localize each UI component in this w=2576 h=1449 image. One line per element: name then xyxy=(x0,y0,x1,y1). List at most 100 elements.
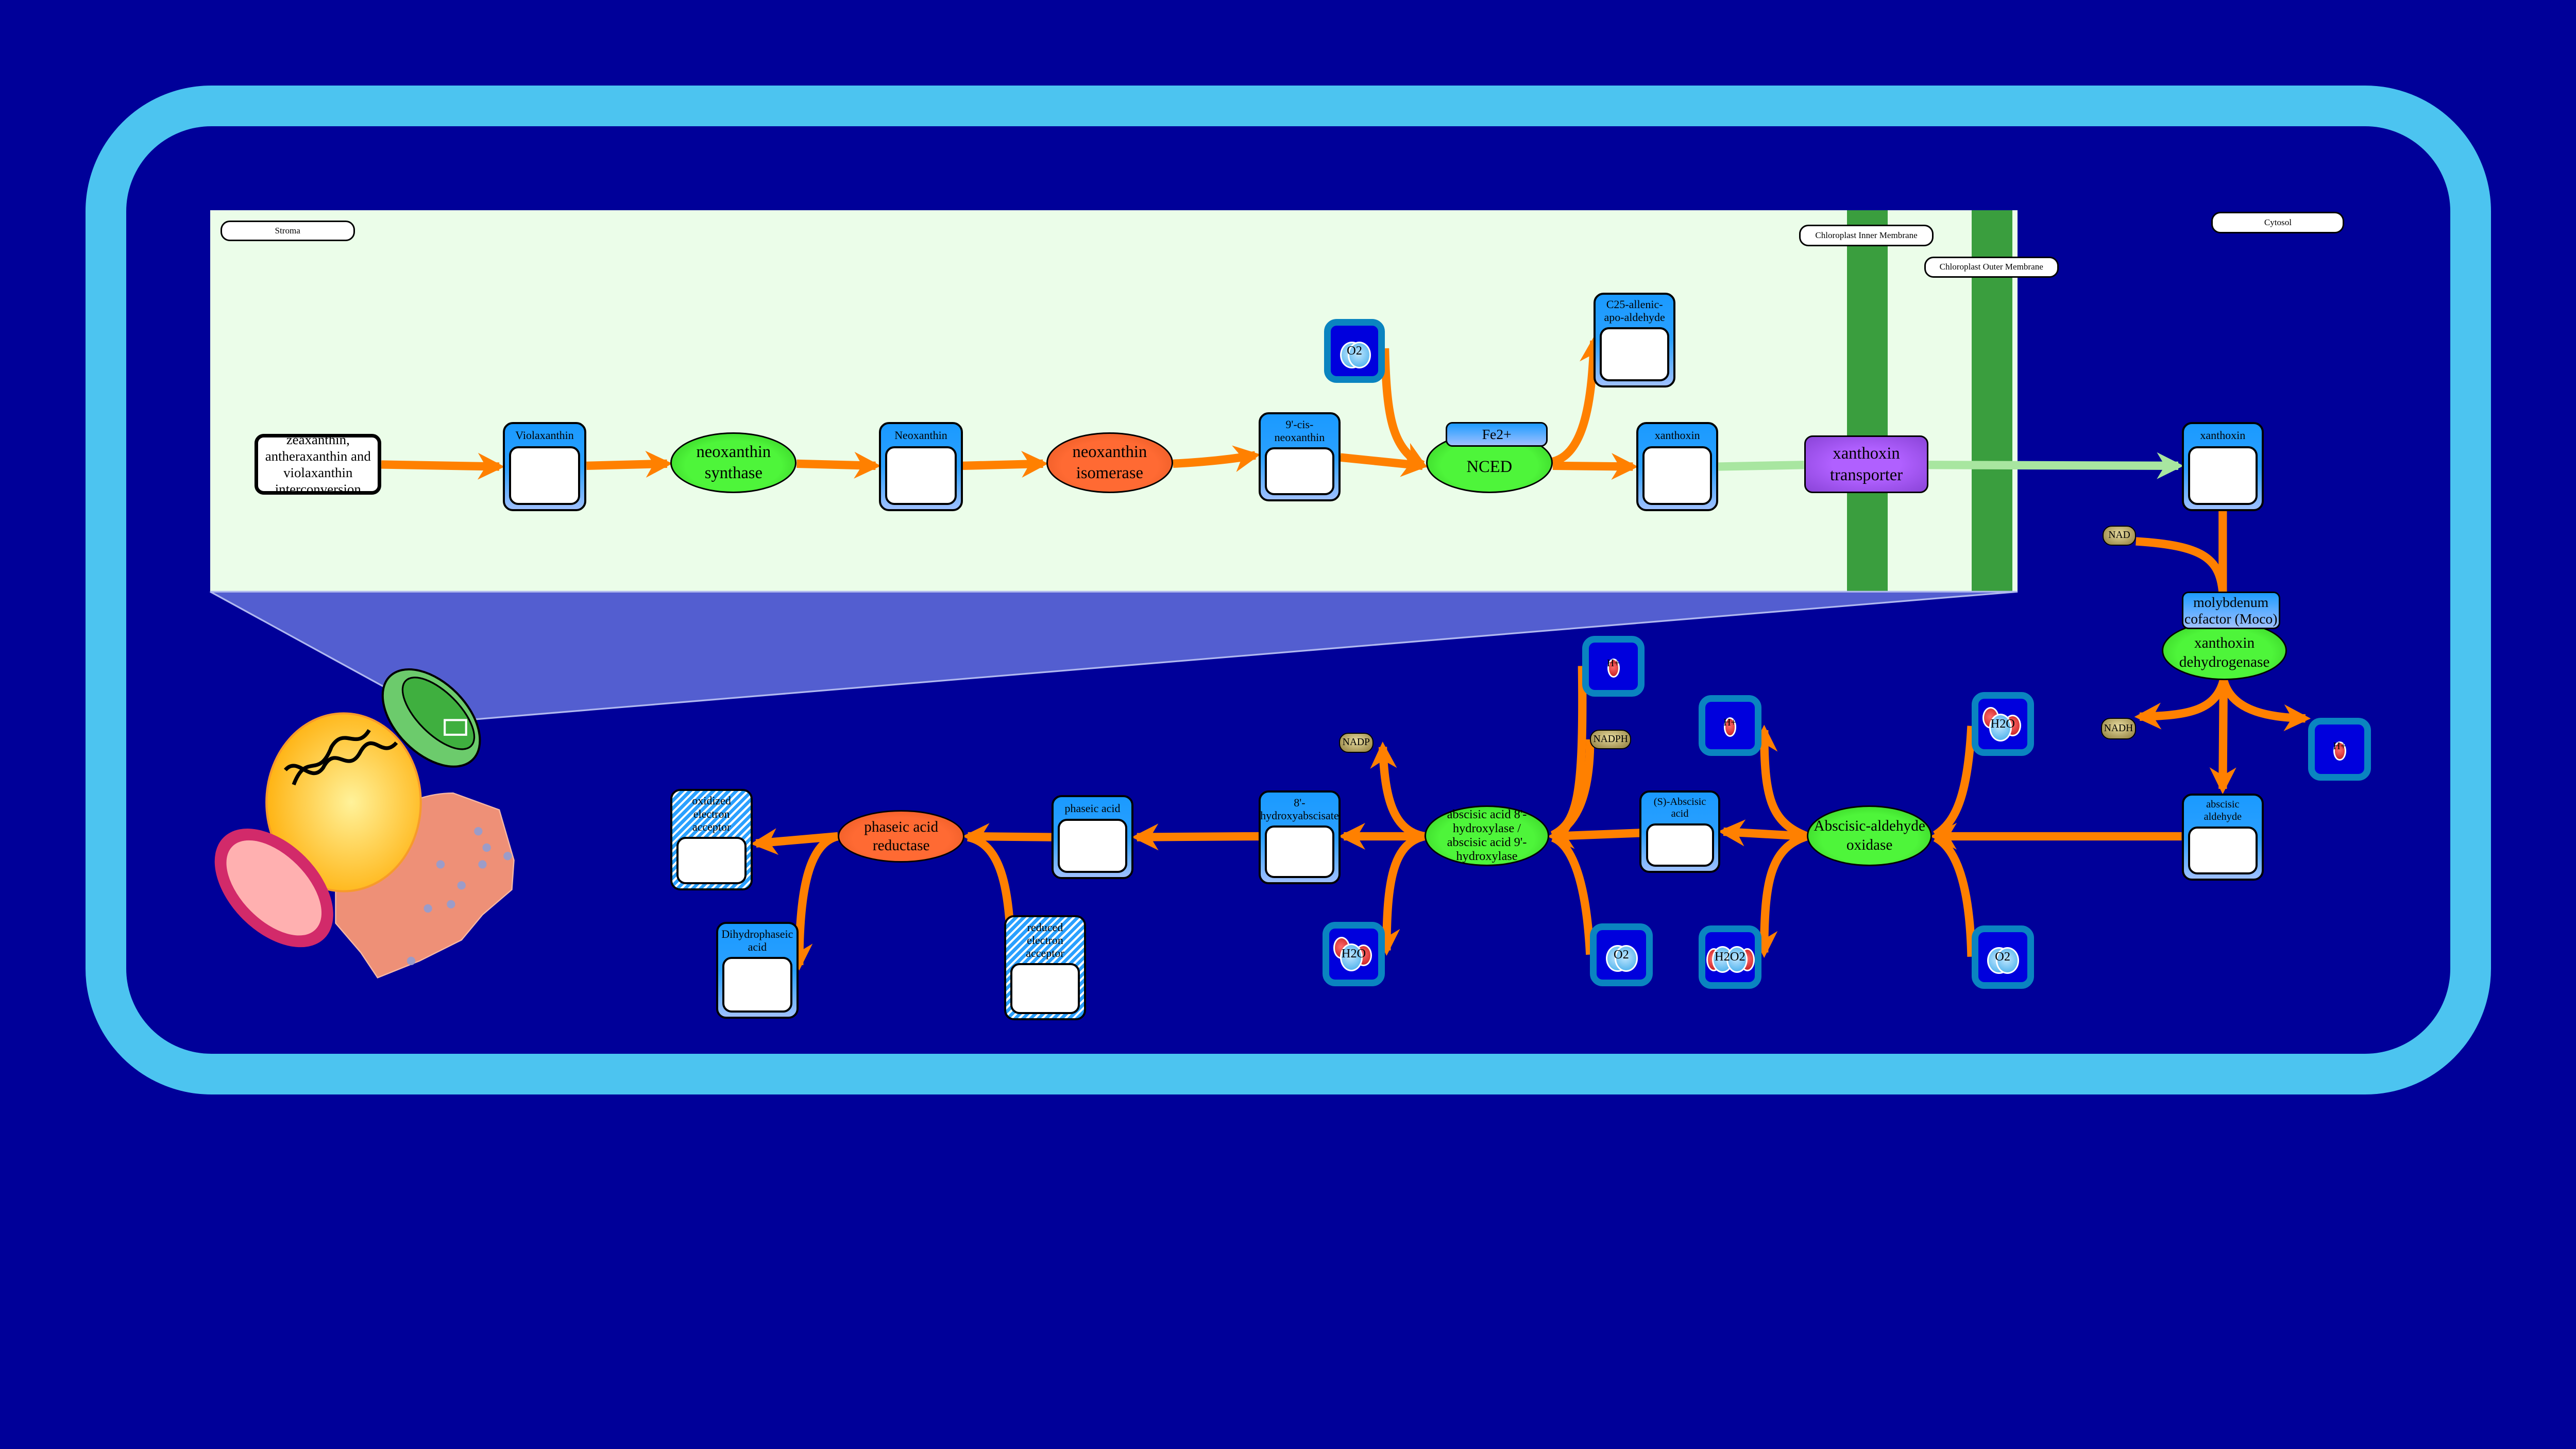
metabolite-label: reduced electron acceptor xyxy=(1026,920,1064,960)
enzyme-neoxanthin-synthase[interactable]: neoxanthin synthase xyxy=(670,432,797,493)
structure-image xyxy=(1265,447,1334,495)
small-molecule-nadh[interactable]: NADH xyxy=(2101,718,2136,739)
metabolite-xanthoxin-cytosol[interactable]: xanthoxin xyxy=(2181,422,2264,511)
arrow-oxidase-hplus xyxy=(1751,724,1809,840)
metabolite-violaxanthin[interactable]: Violaxanthin xyxy=(502,422,587,511)
metabolite-label: Violaxanthin xyxy=(515,428,574,442)
structure-image xyxy=(1010,963,1080,1015)
arrow-phaseic-reductase xyxy=(962,823,1052,850)
compartment-label-inner-membrane: Chloroplast Inner Membrane xyxy=(1799,225,1934,246)
structure-image xyxy=(1265,825,1334,878)
metabolite-label: xanthoxin xyxy=(2200,428,2246,442)
arrow-hydroxylase-nadp xyxy=(1370,742,1426,840)
metabolite-label: xanthoxin xyxy=(1654,428,1700,442)
enzyme-neoxanthin-isomerase[interactable]: neoxanthin isomerase xyxy=(1046,432,1173,493)
metabolite-label: Dihydrophaseic acid xyxy=(721,927,793,953)
arrow-nadph-hydroxylase xyxy=(1551,739,1595,840)
metabolite-9-cis-neoxanthin[interactable]: 9'-cis-neoxanthin xyxy=(1258,412,1341,502)
metabolite-reduced-electron-acceptor[interactable]: reduced electron acceptor xyxy=(1004,915,1087,1021)
metabolite-neoxanthin[interactable]: Neoxanthin xyxy=(879,422,963,511)
arrow-dehydrogenase-aldehyde xyxy=(2209,680,2236,795)
arrow-nad-dehydrogenase xyxy=(2136,537,2227,593)
cofactor-fe2[interactable]: Fe2+ xyxy=(1446,422,1548,447)
arrow-zeaxanthin-violaxanthin xyxy=(381,452,505,480)
metabolite-label: C25-allenic-apo-aldehyde xyxy=(1604,298,1665,324)
cell-boundary xyxy=(86,86,2491,1094)
cofactor-moco[interactable]: molybdenum cofactor (Moco) xyxy=(2181,592,2280,630)
arrow-o2-oxidase xyxy=(1933,834,1976,957)
enzyme-aba-hydroxylase[interactable]: abscisic acid 8'-hydroxylase / abscisic … xyxy=(1424,805,1550,866)
metabolite-abscisic-aldehyde[interactable]: abscisic aldehyde xyxy=(2181,793,2264,881)
structure-image xyxy=(2188,826,2258,875)
metabolite-c25-allenic-apo-aldehyde[interactable]: C25-allenic-apo-aldehyde xyxy=(1593,292,1676,388)
start-node-carotenoid-interconversion[interactable]: zeaxanthin, antheraxanthin and violaxant… xyxy=(255,432,382,497)
o2-molecule-icon: O2 xyxy=(1331,326,1378,376)
metabolite-dihydrophaseic-acid[interactable]: Dihydrophaseic acid xyxy=(716,922,799,1019)
small-molecule-h2o[interactable]: H2O xyxy=(1322,922,1385,986)
arrow-isomerase-cisneoxanthin xyxy=(1173,445,1261,472)
structure-image xyxy=(509,446,581,505)
arrow-nced-c25 xyxy=(1551,335,1607,466)
arrow-oxidase-h2o2 xyxy=(1751,832,1808,958)
arrow-hydroxyabscisate-phaseic xyxy=(1131,823,1259,851)
metabolite-label: abscisic aldehyde xyxy=(2204,799,2242,822)
arrow-neoxanthin-isomerase xyxy=(962,450,1048,478)
structure-image xyxy=(885,446,957,505)
inner-membrane-band xyxy=(1846,210,1888,592)
small-molecule-nad[interactable]: NAD xyxy=(2103,526,2136,546)
metabolite-phaseic-acid[interactable]: phaseic acid xyxy=(1051,795,1134,880)
metabolite-s-abscisic-acid[interactable]: (S)-Abscisic acid xyxy=(1639,790,1720,873)
structure-image xyxy=(676,836,747,884)
arrow-aba-hydroxylase xyxy=(1547,822,1640,849)
small-molecule-o2[interactable]: O2 xyxy=(1324,318,1385,383)
nucleus-illustration xyxy=(265,712,422,892)
transporter-xanthoxin[interactable]: xanthoxin transporter xyxy=(1804,435,1929,493)
o2-molecule-icon: O2 xyxy=(1978,932,2027,983)
metabolite-8-hydroxyabscisate[interactable]: 8'-hydroxyabscisate xyxy=(1258,790,1341,884)
metabolite-oxidized-electron-acceptor[interactable]: oxidized electron acceptor xyxy=(670,788,753,890)
structure-image xyxy=(1057,819,1128,873)
mitochondrion-illustration xyxy=(214,829,333,948)
small-molecule-nadp[interactable]: NADP xyxy=(1338,732,1374,753)
metabolite-label: 9'-cis-neoxanthin xyxy=(1274,417,1325,444)
compartment-label-stroma: Stroma xyxy=(220,220,355,242)
metabolite-label: (S)-Abscisic acid xyxy=(1653,796,1706,820)
small-molecule-nadph[interactable]: NADPH xyxy=(1590,730,1632,750)
small-molecule-h-plus[interactable]: H+ xyxy=(1582,635,1645,697)
arrow-synthase-neoxanthin xyxy=(796,451,881,479)
metabolite-label: oxidized electron acceptor xyxy=(692,794,731,833)
metabolite-xanthoxin-stroma[interactable]: xanthoxin xyxy=(1636,422,1719,511)
proton-icon: H+ xyxy=(1589,643,1638,690)
h2o2-molecule-icon: H2O2 xyxy=(1705,932,1755,983)
structure-image xyxy=(2188,446,2258,505)
proton-icon: H+ xyxy=(2315,724,2364,773)
arrow-violaxanthin-synthase xyxy=(586,450,673,478)
small-molecule-o2[interactable]: O2 xyxy=(1971,925,2034,989)
stroma-compartment xyxy=(210,210,2018,592)
small-molecule-h-plus[interactable]: H+ xyxy=(2308,718,2371,781)
arrow-nced-xanthoxin xyxy=(1552,453,1638,480)
arrow-h2o-oxidase xyxy=(1933,726,1976,839)
arrow-oxidase-aba xyxy=(1718,819,1807,847)
enzyme-abscisic-aldehyde-oxidase[interactable]: Abscisic-aldehyde oxidase xyxy=(1807,805,1932,866)
transport-arrows xyxy=(1718,452,2184,479)
enzyme-xanthoxin-dehydrogenase[interactable]: xanthoxin dehydrogenase xyxy=(2162,621,2287,681)
h2o-molecule-icon: H2O xyxy=(1329,929,1378,980)
small-molecule-h-plus[interactable]: H+ xyxy=(1699,695,1761,756)
chloroplast-illustration xyxy=(381,668,481,768)
compartment-label-outer-membrane: Chloroplast Outer Membrane xyxy=(1924,256,2059,278)
h2o-molecule-icon: H2O xyxy=(1978,699,2027,749)
arrow-hydroxylase-h2o xyxy=(1373,832,1426,956)
enzyme-phaseic-acid-reductase[interactable]: phaseic acid reductase xyxy=(838,810,965,863)
arrow-reductase-oxidized-acceptor xyxy=(751,828,838,855)
small-molecule-h2o[interactable]: H2O xyxy=(1971,692,2034,756)
structure-image xyxy=(1646,823,1714,867)
arrow-reductase-dihydrophaseic xyxy=(786,832,839,971)
pathway-graphics xyxy=(210,335,2311,979)
structure-image xyxy=(1642,446,1713,505)
structure-image xyxy=(1599,327,1670,382)
metabolite-label: phaseic acid xyxy=(1064,801,1121,815)
small-molecule-h2o2[interactable]: H2O2 xyxy=(1699,925,1761,989)
o2-molecule-icon: O2 xyxy=(1597,930,1646,980)
small-molecule-o2[interactable]: O2 xyxy=(1590,923,1653,986)
